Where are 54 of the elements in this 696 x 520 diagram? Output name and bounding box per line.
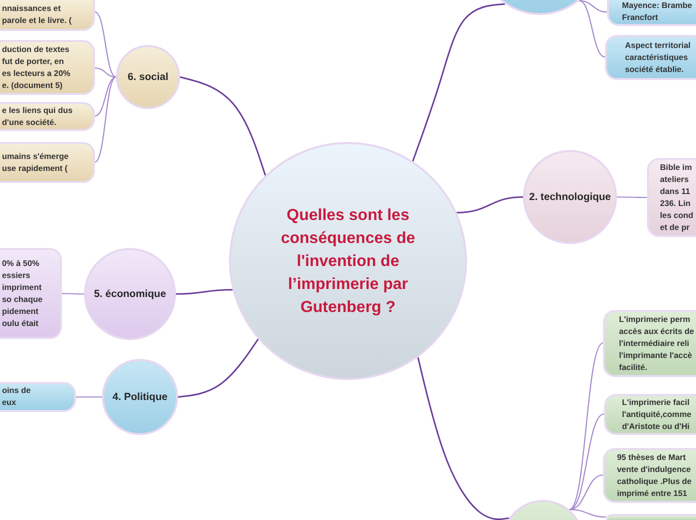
branch-circle: [116, 45, 180, 109]
note-text: L'imprimerie perm accès aux écrits de l'intermédiaire reli l'imprimante l'accè facilité.: [619, 314, 696, 374]
note-text: Mayence: Brambe Francfort: [622, 0, 694, 24]
connector-line: [579, 0, 606, 58]
branch-circle: [523, 150, 617, 244]
note-text: duction de textes fut de porter, en es lecteurs a 20% e. (document 5): [2, 44, 72, 92]
connector-line: [94, 12, 116, 78]
connector-line: [62, 292, 84, 295]
connector-line: [76, 396, 102, 398]
note-card: [647, 158, 696, 237]
note-card: [0, 248, 62, 339]
connector-line: [569, 474, 604, 510]
note-card: [605, 35, 696, 80]
connector-line: [617, 196, 647, 198]
connector-line: [569, 414, 604, 510]
note-text: L'imprimerie facil l'antiquité,comme d'Aristote ou d'Hi: [622, 396, 692, 432]
note-card: [0, 142, 95, 183]
connector-line: [178, 338, 259, 398]
note-text: Bible im ateliers dans 11 236. Lin les cond et de pr: [660, 162, 694, 234]
connector-line: [579, 0, 608, 13]
connector-line: [94, 67, 116, 78]
connector-line: [456, 196, 524, 214]
branch-label: 4. Politique: [112, 390, 168, 404]
connector-line: [569, 509, 606, 518]
branch-circle: [102, 359, 178, 435]
note-card: [0, 0, 95, 31]
note-card: [603, 448, 696, 503]
question-text: Quelles sont les conséquences de l'invention de l’imprimerie par Gutenberg ?: [280, 206, 416, 318]
note-card: [0, 40, 95, 95]
branch-label: 6. social: [126, 70, 170, 84]
note-text: nnaissances et parole et le livre. (: [2, 2, 73, 26]
connector-line: [569, 342, 604, 510]
note-card: [603, 310, 696, 377]
connector-line: [180, 76, 266, 176]
note-text: e les liens qui dus d'une société.: [2, 104, 73, 128]
note-card: [0, 102, 95, 131]
connector-line: [94, 76, 116, 117]
branch-label: 5. économique: [92, 288, 168, 300]
topic-circle: [229, 142, 467, 380]
note-card: [606, 514, 696, 520]
note-card: [607, 0, 696, 26]
note-card: [604, 394, 696, 435]
connector-line: [94, 76, 116, 162]
note-text: umains s'émerge use rapidement (: [2, 150, 70, 174]
branch-label: 2. technologique: [528, 190, 612, 204]
branch-circle: [84, 248, 176, 340]
note-text: 95 thèses de Mart vente d'indulgence catholique .Plus de imprimé entre 151: [617, 452, 693, 500]
connector-line: [412, 3, 506, 162]
connector-line: [176, 289, 233, 295]
note-card: [0, 382, 76, 412]
connector-line: [417, 357, 510, 520]
note-text: oins de eux: [2, 385, 32, 409]
note-text: Aspect territorial caractéristiques société établie.: [625, 40, 692, 76]
note-text: 0% à 50% essiers impriment so chaque pidement oulu était: [2, 258, 44, 330]
